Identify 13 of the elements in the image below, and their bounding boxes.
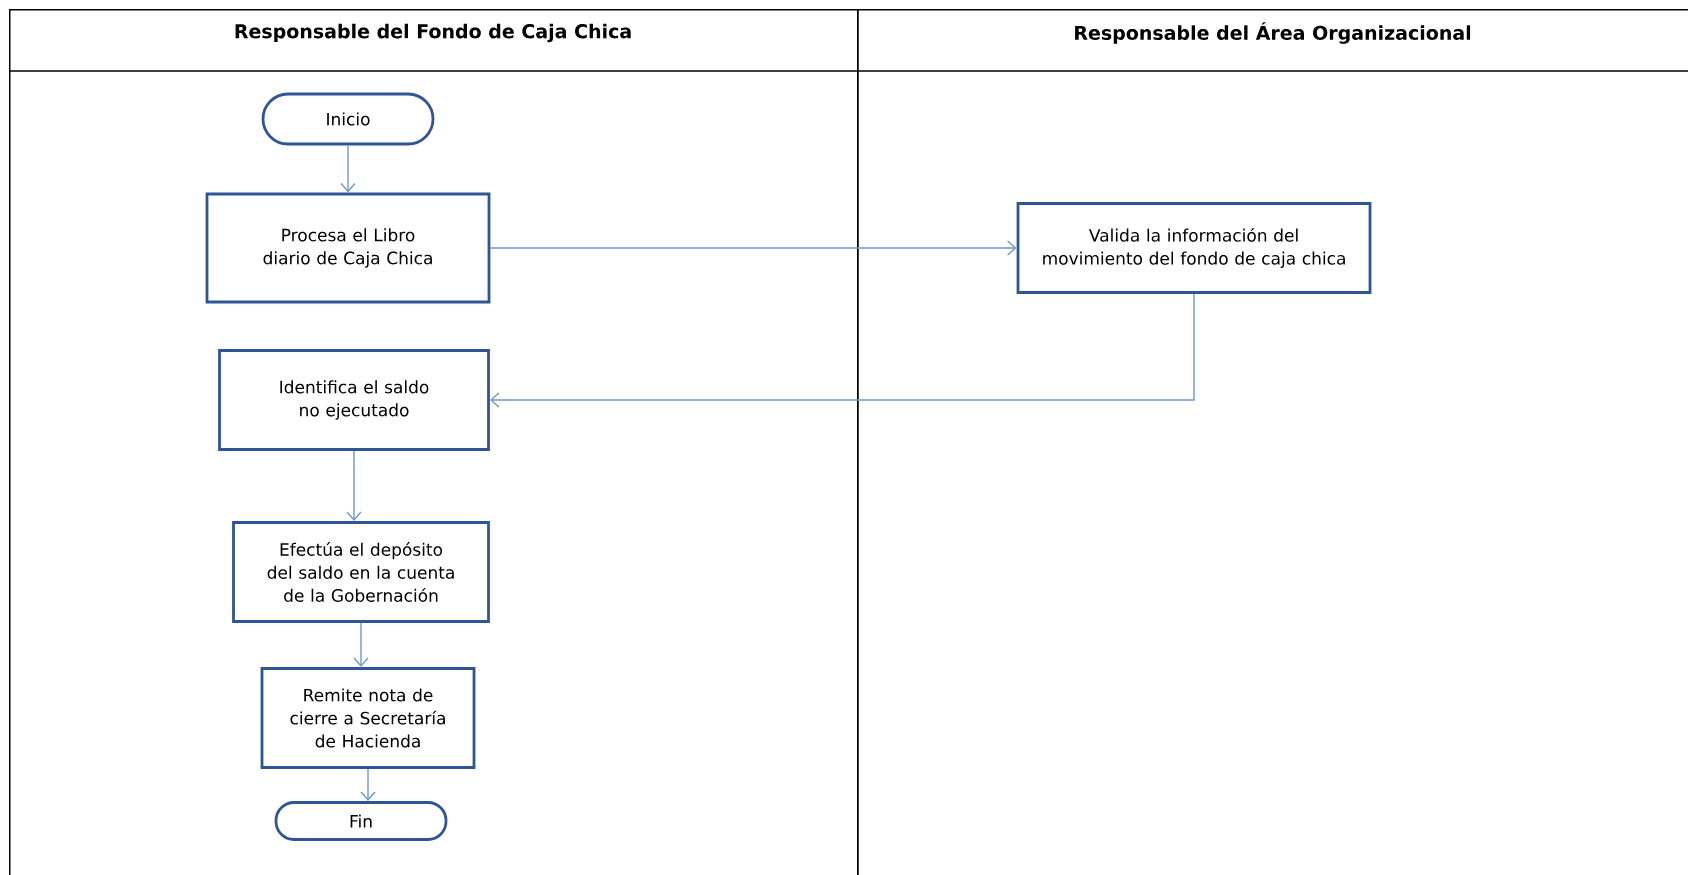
process-box: Remite nota de cierre a Secretaría de Hacienda: [260, 667, 476, 769]
arrow: [340, 144, 356, 193]
terminator: Inicio: [261, 92, 435, 146]
terminator: Fin: [274, 801, 448, 841]
process-box: Efectúa el depósito del saldo en la cuenta de la Gobernación: [232, 521, 490, 623]
arrow: [353, 622, 369, 668]
arrow: [360, 768, 376, 802]
arrow: [489, 293, 1195, 408]
process-box: Identifica el saldo no ejecutado: [218, 349, 490, 451]
process-box: Valida la información del movimiento del fondo de caja chica: [1016, 202, 1372, 294]
arrow: [346, 450, 362, 522]
arrow: [489, 240, 1017, 256]
process-box: Procesa el Libro diario de Caja Chica: [205, 192, 491, 304]
